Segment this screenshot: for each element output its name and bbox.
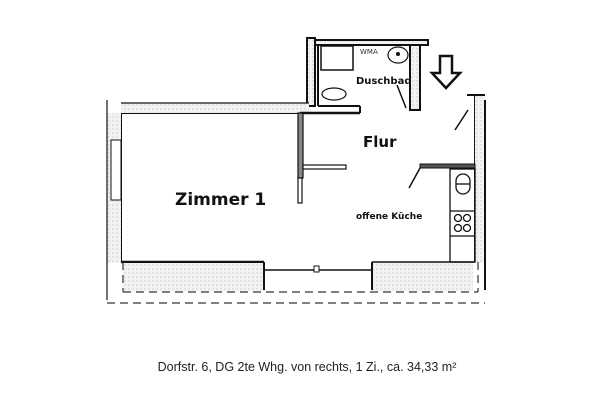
kitchen-counter: [449, 168, 476, 263]
entrance-arrow-icon: [429, 54, 463, 90]
plan-caption: Dorfstr. 6, DG 2te Whg. von rechts, 1 Zi…: [157, 360, 457, 374]
bathroom-door: [396, 84, 407, 109]
bathroom-walls: [306, 37, 429, 111]
washing-machine-icon: [387, 46, 409, 64]
toilet-icon: [321, 87, 347, 101]
shower-tray: [320, 45, 354, 71]
interior-walls: [297, 106, 476, 204]
terrace-outline: [107, 262, 485, 304]
outer-walls: [106, 94, 486, 300]
room-label-zimmer1: Zimmer 1: [175, 190, 267, 210]
room-label-flur: Flur: [363, 133, 397, 151]
room-label-kueche: offene Küche: [356, 212, 423, 222]
window-left: [110, 139, 122, 201]
room-label-duschbad: Duschbad: [356, 76, 412, 87]
stove-icon: [453, 213, 472, 233]
washing-machine-label: WMA: [360, 48, 378, 56]
